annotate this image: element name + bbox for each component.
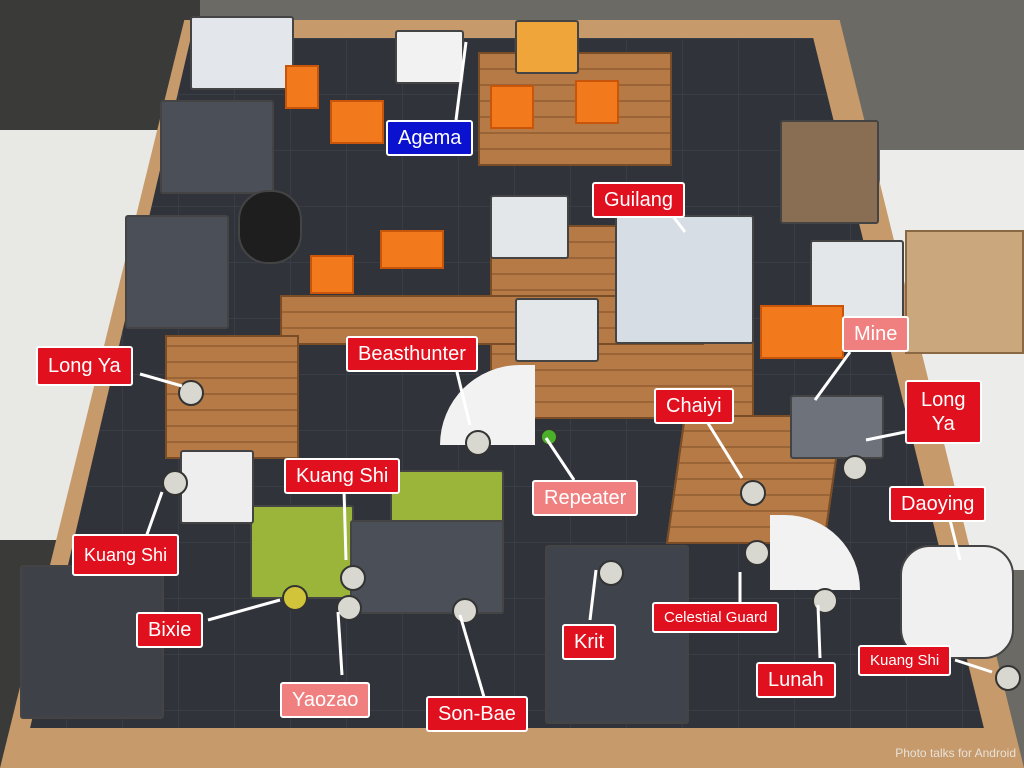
mini-son-bae xyxy=(452,598,478,624)
container-left-mid xyxy=(125,215,229,329)
mini-yaozao xyxy=(336,595,362,621)
label-bixie: Bixie xyxy=(136,612,204,648)
container-dark-mid xyxy=(350,520,504,614)
mini-long-ya-left xyxy=(178,380,204,406)
label-celestial-guard: Celestial Guard xyxy=(652,602,780,633)
dome-daoying xyxy=(900,545,1014,659)
label-long-ya-left: Long Ya xyxy=(36,346,133,386)
label-kuang-shi-center: Kuang Shi xyxy=(284,458,401,494)
label-agema: Agema xyxy=(386,120,474,156)
mini-lunah xyxy=(812,588,838,614)
orange-wall-5 xyxy=(575,80,619,124)
mini-kuang-shi-left xyxy=(162,470,188,496)
label-lunah: Lunah xyxy=(756,662,836,698)
mini-bixie xyxy=(282,585,308,611)
label-daoying: Daoying xyxy=(889,486,987,522)
crate-orange xyxy=(515,20,579,74)
label-kuang-shi-right: Kuang Shi xyxy=(858,645,952,676)
mini-chaiyi xyxy=(740,480,766,506)
mini-krit xyxy=(598,560,624,586)
mini-beasthunter xyxy=(465,430,491,456)
orange-wall-7 xyxy=(285,65,319,109)
label-kuang-shi-left: Kuang Shi xyxy=(72,534,180,576)
orange-wall-1 xyxy=(330,100,384,144)
container-top-left xyxy=(190,16,294,90)
label-long-ya-right: Long Ya xyxy=(905,380,982,444)
label-chaiyi: Chaiyi xyxy=(654,388,734,424)
orange-wall-6 xyxy=(490,85,534,129)
mini-long-ya-right xyxy=(842,455,868,481)
label-yaozao: Yaozao xyxy=(280,682,371,718)
label-guilang: Guilang xyxy=(592,182,685,218)
crate-white-2 xyxy=(515,298,599,362)
container-long-ya-right xyxy=(790,395,884,459)
label-son-bae: Son-Bae xyxy=(426,696,528,732)
orange-wall-3 xyxy=(310,255,354,294)
mini-celestial-guard xyxy=(744,540,770,566)
photo-watermark: Photo talks for Android xyxy=(895,746,1016,760)
container-guilang xyxy=(615,215,754,344)
label-repeater: Repeater xyxy=(532,480,639,516)
white-stairs-top xyxy=(395,30,464,84)
crate-white-1 xyxy=(490,195,569,259)
orange-wall-2 xyxy=(380,230,444,269)
label-beasthunter: Beasthunter xyxy=(346,336,478,372)
mini-kuang-shi-right xyxy=(995,665,1021,691)
label-krit: Krit xyxy=(562,624,616,660)
green-token-bin xyxy=(238,190,302,264)
token-board xyxy=(905,230,1024,354)
container-left-dark xyxy=(160,100,274,194)
mini-kuang-shi-center xyxy=(340,565,366,591)
container-right-top xyxy=(780,120,879,224)
label-mine: Mine xyxy=(842,316,910,352)
white-stairs xyxy=(180,450,254,524)
